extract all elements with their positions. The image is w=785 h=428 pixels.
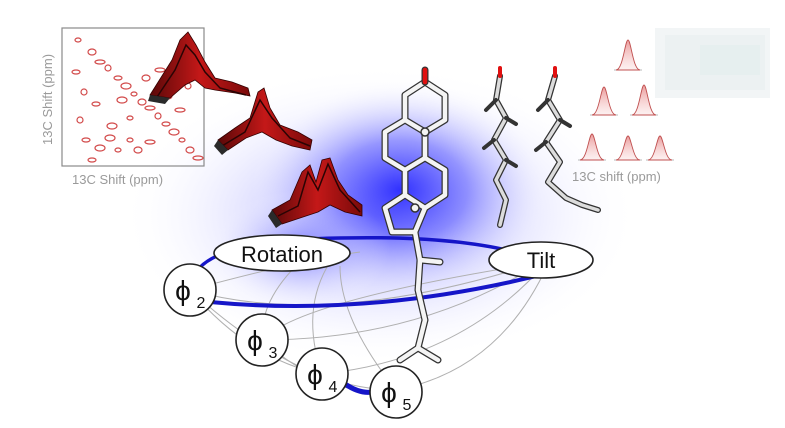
crosspeak: [130, 91, 138, 97]
svg-text:2: 2: [197, 295, 206, 312]
crosspeak: [94, 144, 106, 152]
crosspeak: [114, 147, 122, 153]
phi-node-5: ϕ 5: [369, 365, 423, 419]
tilt-label: Tilt: [527, 248, 556, 273]
cholesterol-side-view-1: [482, 66, 518, 228]
crosspeak: [74, 37, 82, 43]
crosspeak: [80, 88, 88, 96]
crosspeak: [161, 121, 171, 127]
nmr-peak: [647, 135, 673, 161]
crosspeak: [174, 107, 186, 113]
svg-text:ϕ: ϕ: [307, 359, 323, 390]
crosspeak: [94, 59, 106, 65]
phi-node-4: ϕ 4: [295, 347, 349, 401]
nmr-2d-frame: [61, 27, 205, 167]
svg-text:ϕ: ϕ: [381, 377, 397, 408]
crosspeak: [154, 67, 166, 73]
nmr-3d-spectrum-3: [268, 157, 363, 228]
membrane-texture-strip: [655, 28, 770, 98]
crosspeak: [154, 112, 162, 120]
tilt-node: Tilt: [488, 241, 594, 279]
nmr-2d-x-axis-label: 13C Shift (ppm): [72, 172, 163, 187]
crosspeak: [144, 139, 156, 145]
phi-nodes: ϕ 2 ϕ 3 ϕ 4 ϕ 5: [163, 263, 423, 419]
crosspeak: [91, 101, 101, 107]
crosspeak: [168, 128, 180, 136]
nmr-3d-spectrum-1: [148, 31, 251, 104]
crosspeak: [133, 146, 143, 154]
crosspeak: [178, 137, 186, 143]
nmr-1d-x-axis-label: 13C shift (ppm): [572, 169, 661, 184]
svg-text:3: 3: [269, 345, 278, 362]
crosspeak: [192, 155, 204, 161]
nmr-peak: [579, 133, 605, 161]
crosspeak: [87, 157, 97, 163]
crosspeak: [104, 134, 116, 142]
crosspeak: [120, 82, 132, 90]
svg-text:ϕ: ϕ: [247, 325, 263, 356]
svg-text:5: 5: [403, 397, 412, 414]
nmr-peak: [615, 39, 641, 71]
cholesterol-molecule: [381, 66, 449, 364]
crosspeak: [76, 116, 84, 124]
svg-text:ϕ: ϕ: [175, 275, 191, 306]
crosspeak: [144, 105, 156, 111]
crosspeak: [71, 69, 81, 75]
nmr-peak: [615, 135, 641, 161]
rotation-node: Rotation: [213, 234, 351, 272]
svg-text:4: 4: [329, 379, 338, 396]
nmr-1d-peaks: [578, 39, 674, 161]
crosspeak: [81, 137, 91, 143]
crosspeak: [104, 64, 112, 72]
nmr-2d-spectrum: 13C Shift (ppm) 13C Shift (ppm): [40, 27, 205, 187]
crosspeak: [126, 137, 134, 143]
crosspeak: [137, 98, 147, 106]
crosspeak: [106, 122, 118, 130]
crosspeak: [185, 146, 195, 154]
crosspeak: [116, 96, 128, 104]
nmr-3d-spectrum-2: [214, 87, 313, 155]
nmr-2d-crosspeaks: [71, 37, 204, 163]
nmr-peak: [631, 84, 657, 116]
blue-glow-background: [120, 65, 640, 365]
crosspeak: [141, 74, 151, 82]
crosspeak: [126, 115, 134, 121]
rotation-label: Rotation: [241, 242, 323, 267]
cholesterol-side-view-2: [534, 66, 601, 213]
nmr-2d-y-axis-label: 13C Shift (ppm): [40, 54, 55, 145]
crosspeak: [113, 75, 123, 81]
crosspeak: [87, 48, 97, 56]
phi-node-3: ϕ 3: [235, 313, 289, 367]
phi-node-2: ϕ 2: [163, 263, 217, 317]
nmr-3d-spectra: [148, 31, 363, 228]
nmr-peak: [591, 86, 617, 116]
